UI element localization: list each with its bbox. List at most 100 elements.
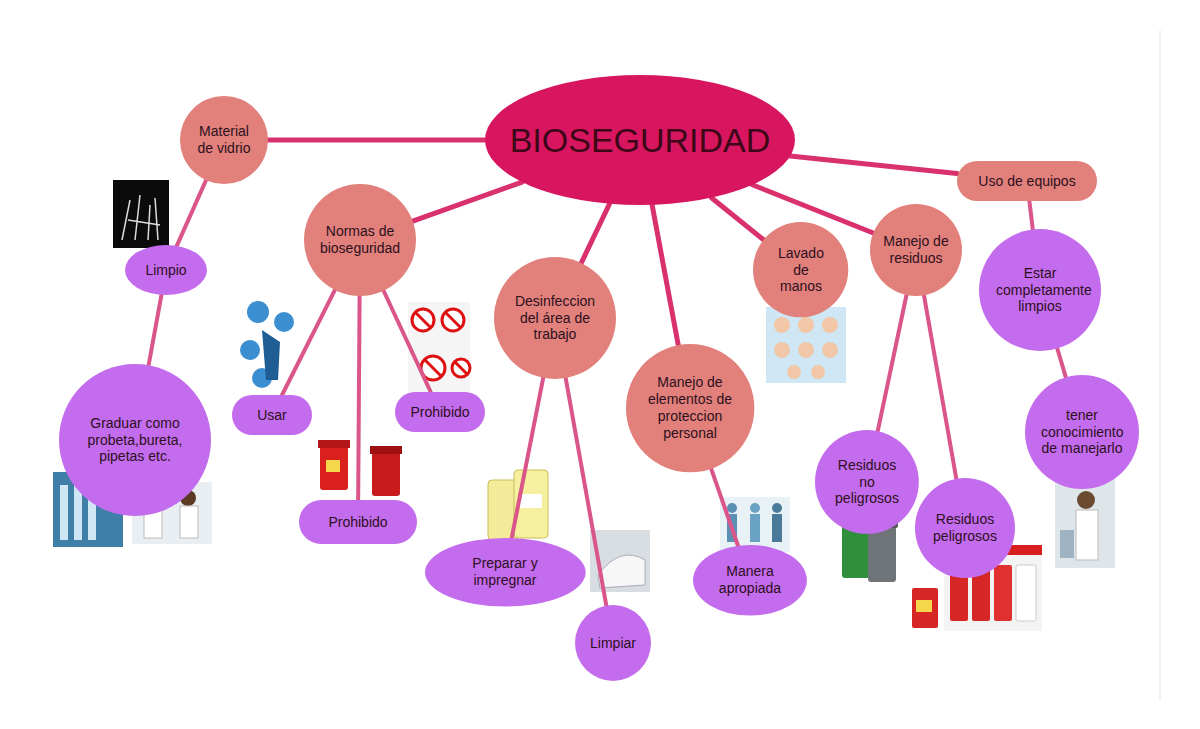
node-fill — [957, 161, 1097, 201]
node-text-group: Uso de equipos — [978, 173, 1075, 190]
node-text-group: Prohibido — [328, 514, 387, 531]
node-label: tener conocimiento de manejarlo — [1041, 407, 1123, 457]
node-label: Manejo de residuos — [883, 233, 949, 267]
node-label: Usar — [257, 407, 287, 424]
node-fill — [815, 430, 919, 534]
node-label: Estar completamente limpios — [996, 265, 1084, 315]
node-label: Residuos peligrosos — [929, 511, 1001, 545]
branch-connector — [268, 138, 485, 143]
node-text-group: Residuos peligrosos — [929, 511, 1001, 545]
subtopic-ellipse: Preparar y impregnar — [425, 538, 586, 607]
node-fill — [693, 545, 807, 616]
subtopic-ellipse: Manera apropiada — [693, 545, 807, 616]
subtopic-ellipse: Limpio — [125, 245, 207, 295]
subtopic-pill: Prohibido — [299, 500, 417, 544]
page-edge — [1160, 30, 1161, 700]
branch-connector — [1057, 348, 1066, 377]
topic-circle: Lavado de manos — [753, 222, 848, 317]
branch-connector — [711, 469, 738, 546]
node-fill — [1025, 375, 1139, 489]
node-fill — [870, 204, 962, 296]
node-fill — [395, 392, 485, 432]
subtopic-pill: Prohibido — [395, 392, 485, 432]
subtopic-circle: tener conocimiento de manejarlo — [1025, 375, 1139, 489]
node-text-group: tener conocimiento de manejarlo — [1041, 407, 1123, 457]
topic-pill: Uso de equipos — [957, 161, 1097, 201]
node-fill — [626, 344, 754, 472]
node-text-group: Residuos no peligrosos — [831, 457, 902, 507]
node-label: Graduar como probeta,bureta, pipetas etc… — [82, 415, 188, 465]
node-text-group: Desinfeccion del área de trabajo — [511, 293, 599, 343]
node-fill — [299, 500, 417, 544]
node-label: Manejo de elementos de proteccion person… — [645, 374, 734, 441]
node-text-group: BIOSEGURIDAD — [510, 120, 771, 161]
node-text-group: Manejo de residuos — [883, 233, 949, 267]
node-fill — [59, 364, 211, 516]
node-label: Lavado de manos — [771, 245, 831, 295]
node-text-group: Usar — [257, 407, 287, 424]
subtopic-circle: Residuos peligrosos — [915, 478, 1015, 578]
branch-connector — [149, 295, 162, 365]
subtopic-pill: Usar — [232, 395, 312, 435]
node-fill — [753, 222, 848, 317]
node-label: Limpiar — [590, 635, 636, 652]
lab-technician-photo — [1055, 476, 1115, 568]
node-fill — [979, 229, 1101, 351]
topic-circle: Desinfeccion del área de trabajo — [494, 257, 616, 379]
branch-connector — [282, 290, 335, 395]
node-text-group: Estar completamente limpios — [996, 265, 1084, 315]
node-label: Uso de equipos — [978, 173, 1075, 190]
node-fill — [125, 245, 207, 295]
node-text-group: Normas de bioseguridad — [320, 223, 401, 257]
node-text-group: Manejo de elementos de proteccion person… — [645, 374, 734, 441]
branch-connector — [1029, 201, 1032, 229]
node-text-group: Limpio — [145, 262, 186, 279]
node-label: Manera apropiada — [712, 563, 787, 597]
node-label: Normas de bioseguridad — [320, 223, 401, 257]
node-label: BIOSEGURIDAD — [510, 120, 771, 161]
topic-circle: Manejo de elementos de proteccion person… — [626, 344, 754, 472]
subtopic-circle: Residuos no peligrosos — [815, 430, 919, 534]
branch-connector — [384, 291, 431, 392]
node-fill — [494, 257, 616, 379]
topic-circle: Manejo de residuos — [870, 204, 962, 296]
node-label: Desinfeccion del área de trabajo — [511, 293, 599, 343]
node-label: Material de vidrio — [193, 123, 256, 157]
node-label: Prohibido — [410, 404, 469, 421]
node-label: Limpio — [145, 262, 186, 279]
node-text-group: Lavado de manos — [771, 245, 831, 295]
branch-connector — [413, 182, 522, 221]
node-fill — [304, 184, 416, 296]
topic-circle: Normas de bioseguridad — [304, 184, 416, 296]
subtopic-circle: Limpiar — [575, 605, 651, 681]
central-ellipse: BIOSEGURIDAD — [485, 75, 795, 205]
node-fill — [485, 75, 795, 205]
node-text-group: Graduar como probeta,bureta, pipetas etc… — [82, 415, 188, 465]
subtopic-circle: Graduar como probeta,bureta, pipetas etc… — [59, 364, 211, 516]
node-text-group: Manera apropiada — [712, 563, 787, 597]
branch-connector — [878, 295, 907, 431]
subtopic-circle: Estar completamente limpios — [979, 229, 1101, 351]
node-text-group: Prohibido — [410, 404, 469, 421]
node-label: Residuos no peligrosos — [831, 457, 902, 507]
branch-connector — [652, 205, 678, 345]
prohibition-signs — [408, 302, 470, 394]
node-fill — [575, 605, 651, 681]
node-label: Prohibido — [328, 514, 387, 531]
handwashing-chart — [766, 307, 846, 383]
node-label: Preparar y impregnar — [451, 555, 559, 589]
branch-connector — [790, 156, 957, 174]
topic-circle: Material de vidrio — [180, 96, 268, 184]
branch-connector — [358, 296, 359, 500]
branch-connector — [581, 204, 609, 263]
node-fill — [915, 478, 1015, 578]
node-text-group: Limpiar — [590, 635, 636, 652]
branch-connector — [512, 378, 543, 538]
branch-connector — [711, 198, 763, 240]
node-text-group: Preparar y impregnar — [451, 555, 559, 589]
protective-suit-icon — [240, 301, 294, 388]
node-fill — [180, 96, 268, 184]
glassware-photo — [113, 180, 169, 248]
branch-connector — [177, 180, 206, 246]
